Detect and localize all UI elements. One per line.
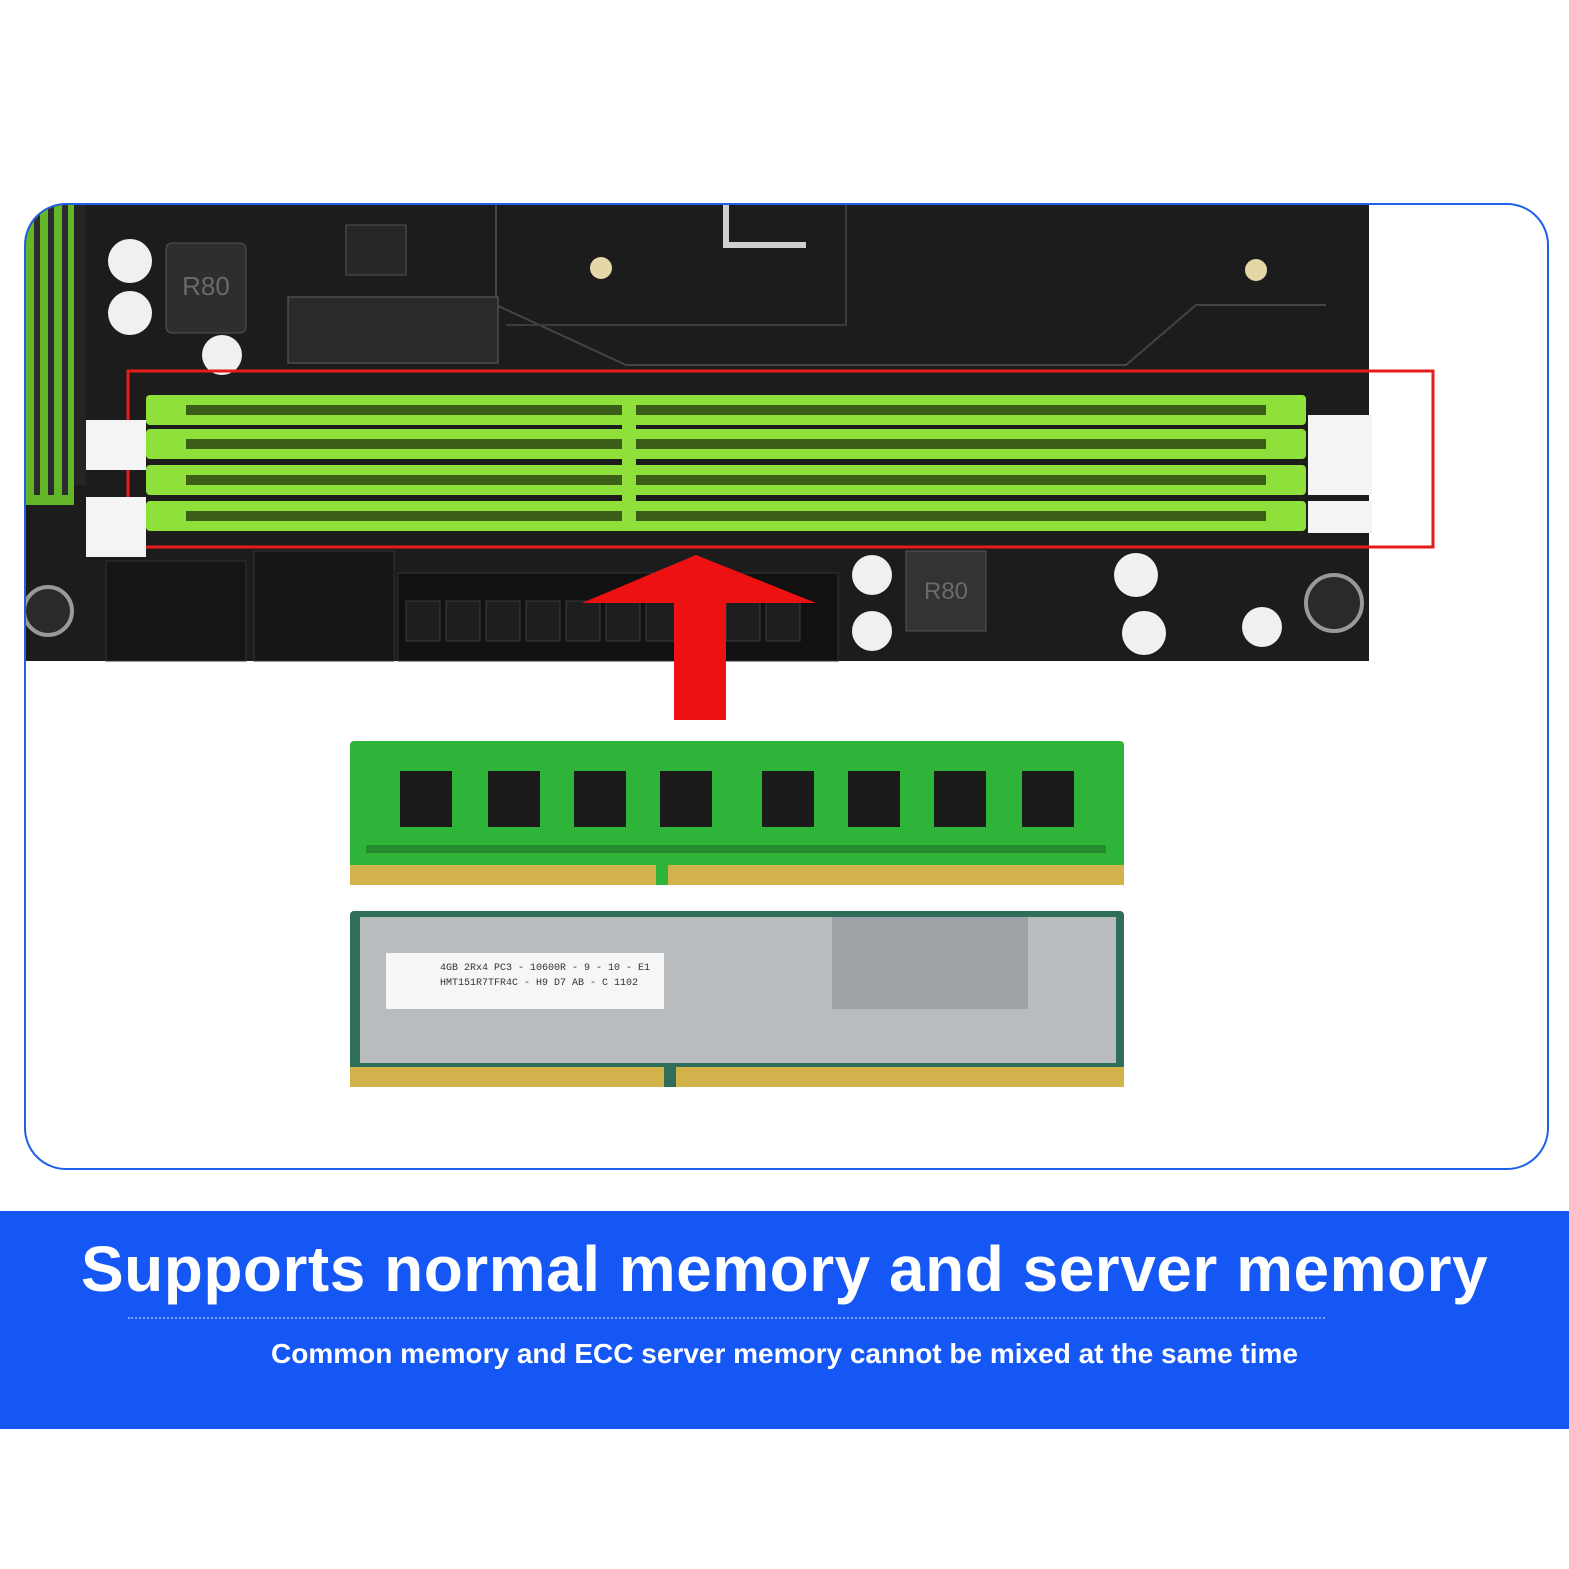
banner-subline: Common memory and ECC server memory cann…	[271, 1338, 1298, 1369]
product-image-card: R80	[24, 203, 1549, 1170]
memory-label-sticker: 4GB 2Rx4 PC3 - 10600R - 9 - 10 - E1 HMT1…	[386, 953, 664, 1009]
inductor-right-label: R80	[924, 578, 968, 605]
memory-illustration: R80	[26, 205, 1435, 1087]
dimm-slots	[86, 395, 1372, 557]
up-arrow-icon	[582, 555, 816, 720]
server-label-line2: HMT151R7TFR4C - H9 D7 AB - C 1102	[440, 978, 638, 989]
info-banner: Supports normal memory and server memory…	[0, 1211, 1569, 1429]
desktop-memory-module	[350, 741, 1124, 885]
server-memory-module: 4GB 2Rx4 PC3 - 10600R - 9 - 10 - E1 HMT1…	[350, 911, 1124, 1087]
banner-divider	[128, 1317, 1325, 1319]
server-label-line1: 4GB 2Rx4 PC3 - 10600R - 9 - 10 - E1	[440, 963, 650, 974]
inductor-left-label: R80	[182, 271, 230, 301]
banner-headline: Supports normal memory and server memory	[80, 1233, 1489, 1305]
motherboard-photo: R80	[26, 205, 1435, 662]
